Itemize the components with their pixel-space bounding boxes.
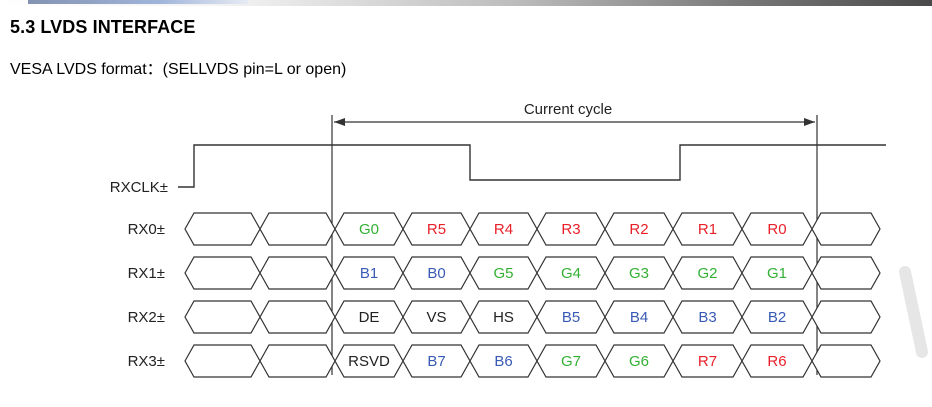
bit-label: G7 (561, 353, 581, 370)
lane-label: RX1± (128, 265, 165, 282)
bit-slot (184, 212, 261, 246)
bit-slot (259, 300, 336, 334)
lane-label: RX2± (128, 309, 165, 326)
bit-slot (811, 256, 881, 290)
bit-slot (259, 256, 336, 290)
bit-label: R3 (561, 221, 580, 238)
bit-label: G6 (629, 353, 649, 370)
bit-label: DE (359, 309, 380, 326)
bit-slot (811, 212, 881, 246)
bit-slot (259, 212, 336, 246)
lane-label: RX3± (128, 353, 165, 370)
lane-label: RX0± (128, 221, 165, 238)
format-subtitle: VESA LVDS format：(SELLVDS pin=L or open) (10, 61, 347, 78)
bit-label: B6 (494, 353, 512, 370)
bit-label: R1 (698, 221, 717, 238)
bit-label: HS (493, 309, 514, 326)
section-heading: 5.3 LVDS INTERFACE (10, 17, 196, 37)
bit-label: B3 (698, 309, 716, 326)
bit-label: B4 (630, 309, 648, 326)
bit-label: VS (426, 309, 446, 326)
bit-label: B5 (562, 309, 580, 326)
bit-label: B0 (427, 265, 445, 282)
bit-label: R5 (427, 221, 446, 238)
top-header-fragment (28, 0, 248, 4)
bit-label: G0 (359, 221, 379, 238)
bit-slot (184, 256, 261, 290)
top-header-rule (0, 0, 932, 6)
bit-label: G3 (629, 265, 649, 282)
bit-label: G2 (697, 265, 717, 282)
bit-slot (811, 344, 881, 378)
bit-label: R7 (698, 353, 717, 370)
bit-label: G1 (767, 265, 787, 282)
bit-label: RSVD (348, 353, 390, 370)
bit-label: B1 (360, 265, 378, 282)
bit-label: R2 (629, 221, 648, 238)
cycle-arrow (334, 118, 815, 126)
bit-label: R4 (494, 221, 513, 238)
lane-2: RX2± DE VS HS B5 B4 B3 B2 (128, 300, 881, 334)
clock-waveform (178, 144, 886, 188)
bit-label: G4 (561, 265, 581, 282)
watermark-stroke (899, 266, 928, 358)
bit-label: B7 (427, 353, 445, 370)
bit-slot (184, 344, 261, 378)
lane-1: RX1± B1 B0 G5 G4 G3 G2 G1 (128, 256, 881, 290)
bit-slot (811, 300, 881, 334)
lane-3: RX3± RSVD B7 B6 G7 G6 R7 R6 (128, 344, 881, 378)
bit-label: B2 (768, 309, 786, 326)
lane-0: RX0± G0 R5 R4 R3 R2 R1 R0 (128, 212, 881, 246)
bit-label: R6 (767, 353, 786, 370)
bit-label: G5 (493, 265, 513, 282)
bit-slot (184, 300, 261, 334)
bit-slot (259, 344, 336, 378)
clock-label: RXCLK± (110, 179, 168, 196)
bit-label: R0 (767, 221, 786, 238)
cycle-label: Current cycle (524, 101, 612, 118)
